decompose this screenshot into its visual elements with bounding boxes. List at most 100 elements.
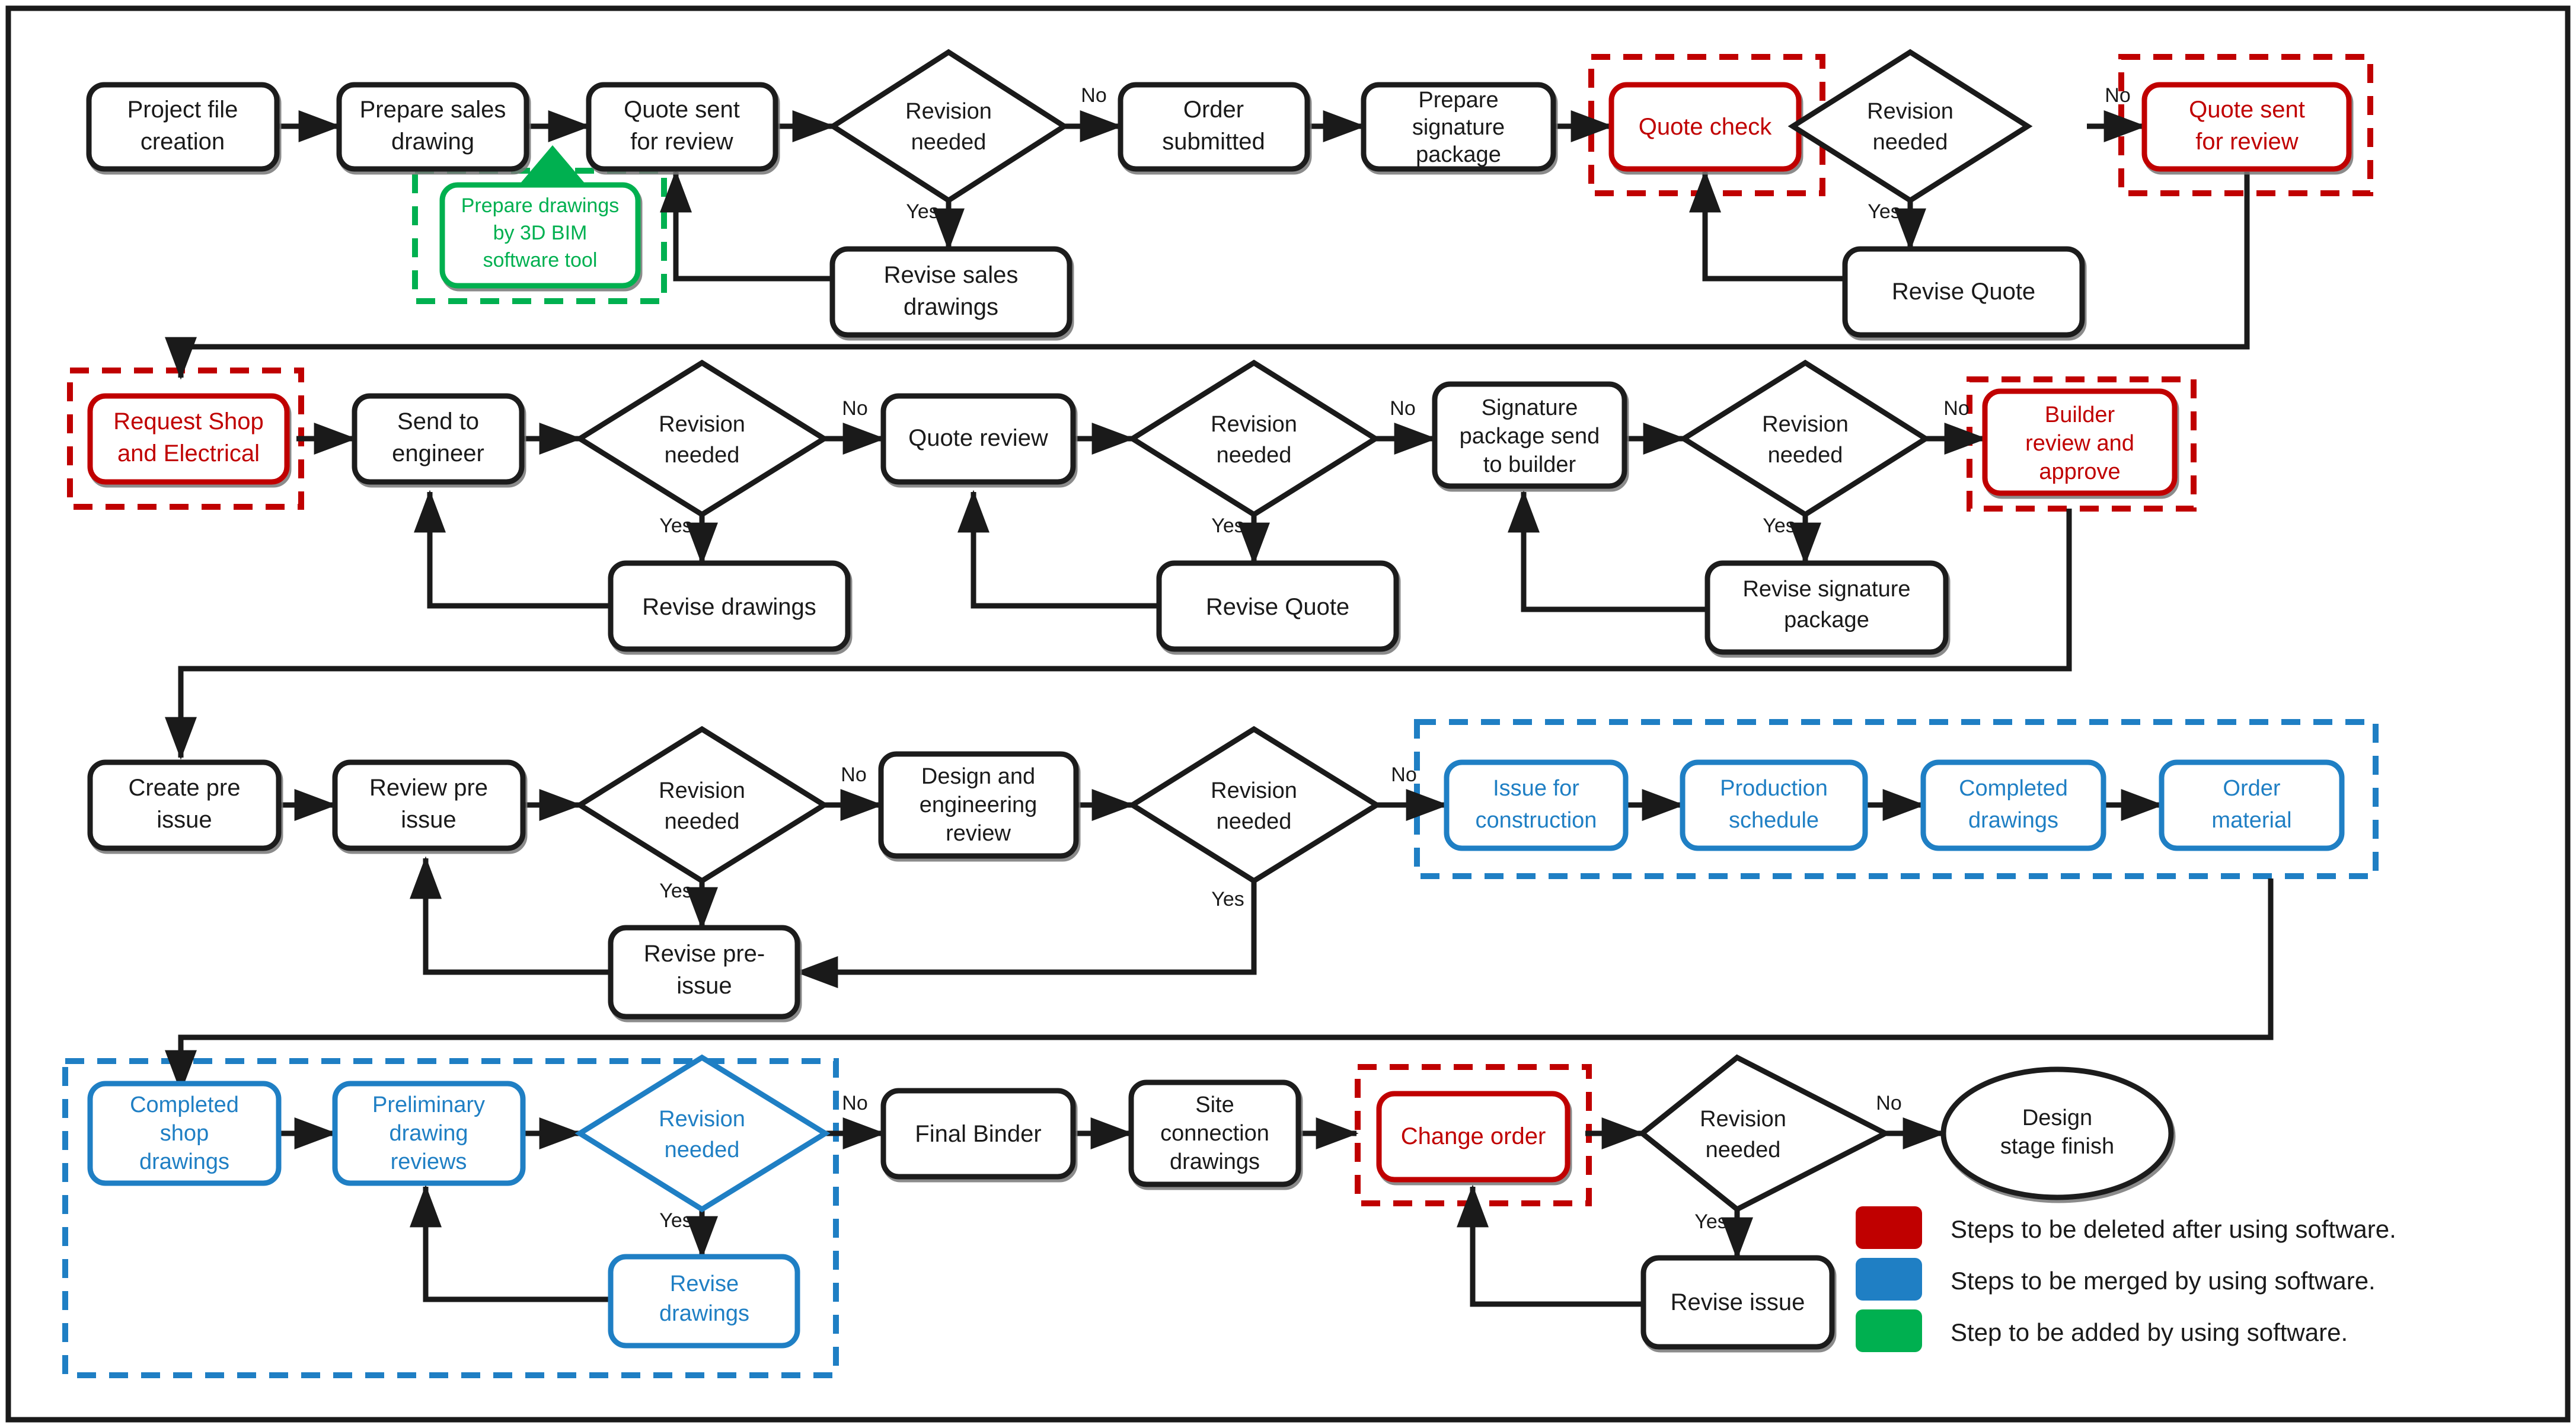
node-revision-needed-9[interactable]: Revision needed (1637, 1054, 1891, 1213)
legend-item-merged: Steps to be merged by using software. (1856, 1258, 2376, 1301)
edge-label-yes-4: Yes (1211, 515, 1244, 537)
node-label: Revision (659, 1107, 745, 1132)
row-1-edge-labels: No Yes No Yes (906, 84, 2130, 223)
node-design-and-engineering-review[interactable]: Design and engineering review (878, 751, 1079, 859)
node-revision-needed-6[interactable]: Revision needed (574, 726, 829, 884)
node-label: for review (2195, 129, 2298, 155)
node-label: engineer (392, 440, 484, 467)
node-order-material[interactable]: Order material (2159, 759, 2345, 851)
node-revision-needed-3[interactable]: Revision needed (574, 359, 829, 518)
node-revise-quote-2[interactable]: Revise Quote (1156, 560, 1399, 652)
node-label: drawing (391, 129, 474, 155)
node-prepare-drawings-3d-bim[interactable]: Prepare drawings by 3D BIM software tool (439, 182, 641, 289)
row-3-connectors (165, 789, 2274, 1093)
node-order-submitted[interactable]: Order submitted (1118, 82, 1310, 172)
node-label: schedule (1729, 808, 1819, 833)
edge-label-yes-8: Yes (659, 1209, 692, 1232)
node-label: review and (2025, 431, 2134, 456)
node-revise-issue[interactable]: Revise issue (1640, 1255, 1835, 1350)
node-label: Final Binder (915, 1121, 1041, 1147)
node-label: Revision (1211, 778, 1297, 803)
node-send-to-engineer[interactable]: Send to engineer (352, 393, 525, 485)
node-label: submitted (1162, 129, 1265, 155)
node-label: creation (141, 129, 225, 155)
edge-label-yes-1: Yes (906, 200, 939, 223)
node-revision-needed-4[interactable]: Revision needed (1127, 359, 1381, 518)
edge-label-no-6: No (841, 763, 866, 786)
node-quote-sent-for-review-2[interactable]: Quote sent for review (2141, 82, 2352, 172)
node-label: package send (1460, 424, 1600, 449)
node-project-file-creation[interactable]: Project file creation (86, 82, 280, 172)
node-label: Revision (905, 99, 992, 124)
node-label: construction (1476, 808, 1597, 833)
node-final-binder[interactable]: Final Binder (880, 1088, 1076, 1180)
node-label: software tool (483, 249, 598, 271)
node-label: needed (1873, 130, 1948, 155)
legend-label: Steps to be deleted after using software… (1951, 1215, 2396, 1243)
node-label: Signature (1482, 395, 1578, 420)
node-completed-shop-drawings[interactable]: Completed shop drawings (87, 1081, 282, 1186)
legend-swatch-red (1856, 1206, 1922, 1249)
node-issue-for-construction[interactable]: Issue for construction (1444, 759, 1629, 851)
node-label: Revision (659, 412, 745, 437)
node-label: and Electrical (117, 440, 260, 467)
node-label: review (946, 821, 1011, 846)
node-site-connection-drawings[interactable]: Site connection drawings (1128, 1079, 1301, 1187)
node-label: Revision (1762, 412, 1849, 437)
node-revise-signature-package[interactable]: Revise signature package (1704, 560, 1949, 655)
node-quote-review[interactable]: Quote review (880, 393, 1076, 485)
node-quote-check[interactable]: Quote check (1608, 82, 1802, 172)
node-design-stage-finish[interactable]: Design stage finish (1940, 1066, 2174, 1200)
node-revise-quote-1[interactable]: Revise Quote (1842, 246, 2085, 338)
node-label: issue (676, 973, 732, 999)
node-revision-needed-7[interactable]: Revision needed (1127, 726, 1382, 884)
node-prepare-sales-drawing[interactable]: Prepare sales drawing (336, 82, 529, 172)
node-label: connection (1160, 1121, 1269, 1146)
node-label: Order (2223, 776, 2280, 801)
node-label: drawings (139, 1149, 229, 1174)
node-builder-review-and-approve[interactable]: Builder review and approve (1982, 388, 2178, 496)
node-revise-drawings-2[interactable]: Revise drawings (608, 1254, 800, 1349)
node-label: Revision (1211, 412, 1297, 437)
node-label: by 3D BIM (493, 222, 588, 244)
node-label: needed (1768, 443, 1843, 468)
node-revise-pre-issue[interactable]: Revise pre- issue (608, 925, 800, 1020)
node-label: issue (401, 807, 456, 833)
node-label: to builder (1483, 452, 1576, 477)
node-label: Site (1195, 1092, 1234, 1117)
node-label: Request Shop (113, 408, 264, 435)
node-completed-drawings[interactable]: Completed drawings (1920, 759, 2106, 851)
node-revise-sales-drawings[interactable]: Revise sales drawings (829, 246, 1072, 338)
node-production-schedule[interactable]: Production schedule (1680, 759, 1868, 851)
edge-label-no-1: No (1081, 84, 1106, 107)
node-label: signature (1412, 115, 1505, 140)
node-review-pre-issue[interactable]: Review pre issue (332, 759, 526, 851)
node-label: reviews (391, 1149, 467, 1174)
node-label: needed (665, 443, 740, 468)
node-change-order[interactable]: Change order (1376, 1091, 1571, 1183)
legend: Steps to be deleted after using software… (1856, 1206, 2396, 1352)
node-label: Change order (1401, 1123, 1546, 1149)
node-label: Revise drawings (642, 594, 816, 620)
node-signature-package-send-to-builder[interactable]: Signature package send to builder (1432, 381, 1627, 489)
node-prepare-signature-package[interactable]: Prepare signature package (1361, 82, 1556, 172)
node-label: drawings (1968, 808, 2058, 833)
node-revision-needed-1[interactable]: Revision needed (828, 49, 1070, 204)
node-revision-needed-8[interactable]: Revision needed (574, 1054, 831, 1213)
row-4-connectors (279, 1117, 1946, 1307)
blue-dashed-group-row-4 (62, 1058, 839, 1378)
node-quote-sent-for-review-1[interactable]: Quote sent for review (586, 82, 778, 172)
node-label: shop (160, 1121, 209, 1146)
edge-label-no-2: No (2105, 84, 2130, 107)
node-label: Quote sent (624, 97, 740, 123)
edge-label-no-9: No (1876, 1092, 1901, 1114)
edge-label-no-7: No (1391, 763, 1416, 786)
node-revise-drawings-1[interactable]: Revise drawings (608, 560, 851, 652)
node-request-shop-and-electrical[interactable]: Request Shop and Electrical (87, 393, 290, 485)
node-preliminary-drawing-reviews[interactable]: Preliminary drawing reviews (332, 1081, 526, 1186)
node-label: Revise signature (1742, 577, 1910, 602)
node-revision-needed-2[interactable]: Revision needed (1787, 49, 2033, 204)
node-create-pre-issue[interactable]: Create pre issue (87, 759, 282, 851)
node-revision-needed-5[interactable]: Revision needed (1678, 359, 1931, 518)
